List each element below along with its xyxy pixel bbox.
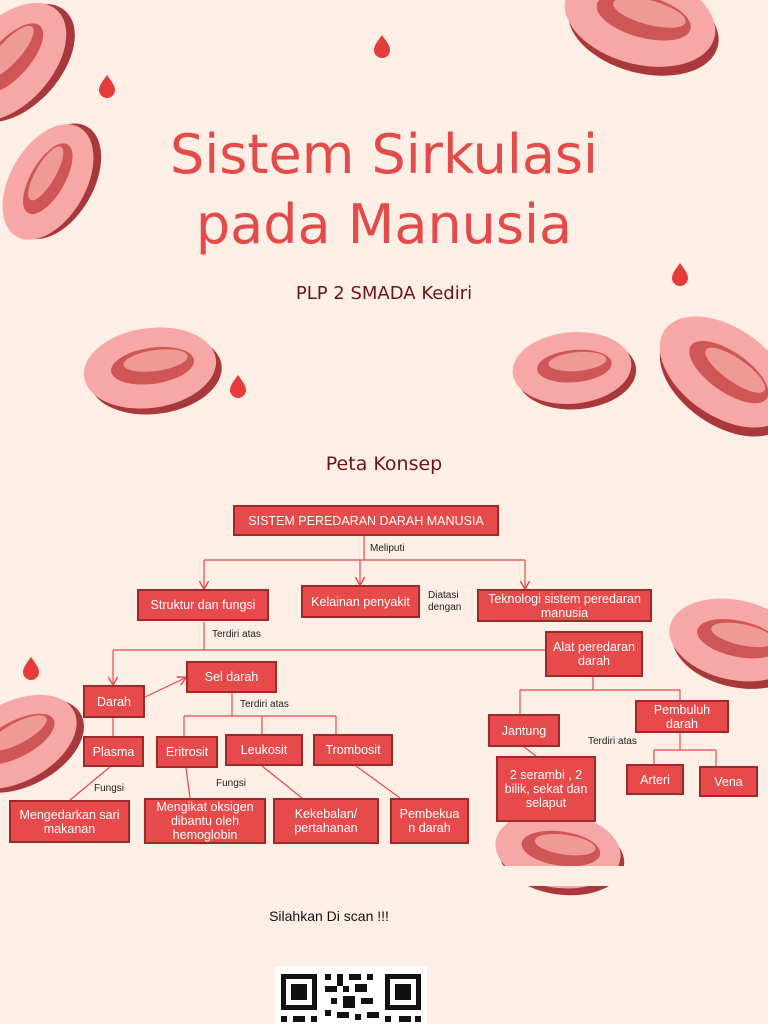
node-plasma: Plasma (83, 736, 144, 767)
node-jantung: Jantung (488, 714, 560, 747)
node-pembekuan-darah: Pembekua n darah (390, 798, 469, 844)
node-arteri: Arteri (626, 764, 684, 795)
node-jantung-deskripsi: 2 serambi , 2 bilik, sekat dan selaput (496, 756, 596, 822)
node-vena: Vena (699, 766, 758, 797)
label-terdiri-atas-2: Terdiri atas (240, 699, 289, 710)
title-line-2: pada Manusia (195, 193, 573, 256)
label-fungsi-1: Fungsi (94, 783, 125, 794)
blood-cell-icon (551, 0, 732, 92)
node-teknologi-sistem: Teknologi sistem peredaran manusia (477, 589, 652, 622)
node-trombosit: Trombosit (313, 734, 393, 766)
blood-drop-icon (99, 75, 115, 98)
node-struktur-dan-fungsi: Struktur dan fungsi (137, 589, 269, 621)
page-subtitle: PLP 2 SMADA Kediri (295, 283, 473, 304)
label-diatasi-line2: dengan (428, 602, 462, 613)
page-title: Sistem Sirkulasi pada Manusia (0, 120, 768, 260)
node-alat-peredaran-darah: Alat peredaran darah (545, 631, 643, 677)
label-terdiri-atas-3: Terdiri atas (588, 736, 637, 747)
blood-cell-icon (78, 318, 228, 424)
concept-map-heading: Peta Konsep (325, 453, 443, 475)
scan-instruction: Silahkan Di scan !!! (269, 908, 389, 924)
node-eritrosit: Eritrosit (156, 736, 218, 768)
blood-cell-icon (635, 293, 768, 460)
node-kelainan-penyakit: Kelainan penyakit (301, 585, 420, 618)
blood-cell-icon (660, 587, 768, 701)
node-darah: Darah (83, 685, 145, 718)
label-diatasi: Diatasi dengan (428, 590, 461, 614)
blood-cell-icon (509, 326, 640, 415)
blood-drop-icon (230, 375, 246, 398)
label-terdiri-atas-1: Terdiri atas (212, 629, 261, 640)
node-kekebalan-pertahanan: Kekebalan/ pertahanan (273, 798, 379, 844)
node-sel-darah: Sel darah (186, 661, 277, 693)
qr-code-icon[interactable] (275, 966, 427, 1024)
node-sistem-peredaran-darah: SISTEM PEREDARAN DARAH MANUSIA (233, 505, 499, 536)
label-diatasi-line1: Diatasi (428, 590, 459, 601)
blood-drop-icon (374, 35, 390, 58)
blood-drop-icon (23, 657, 39, 680)
node-mengikat-oksigen: Mengikat oksigen dibantu oleh hemoglobin (144, 798, 266, 844)
label-fungsi-2: Fungsi (216, 778, 247, 789)
label-meliputi: Meliputi (370, 543, 405, 554)
node-pembuluh-darah: Pembuluh darah (635, 700, 729, 733)
title-line-1: Sistem Sirkulasi (169, 123, 599, 186)
node-leukosit: Leukosit (225, 734, 303, 766)
node-mengedarkan-sari-makanan: Mengedarkan sari makanan (9, 800, 130, 843)
